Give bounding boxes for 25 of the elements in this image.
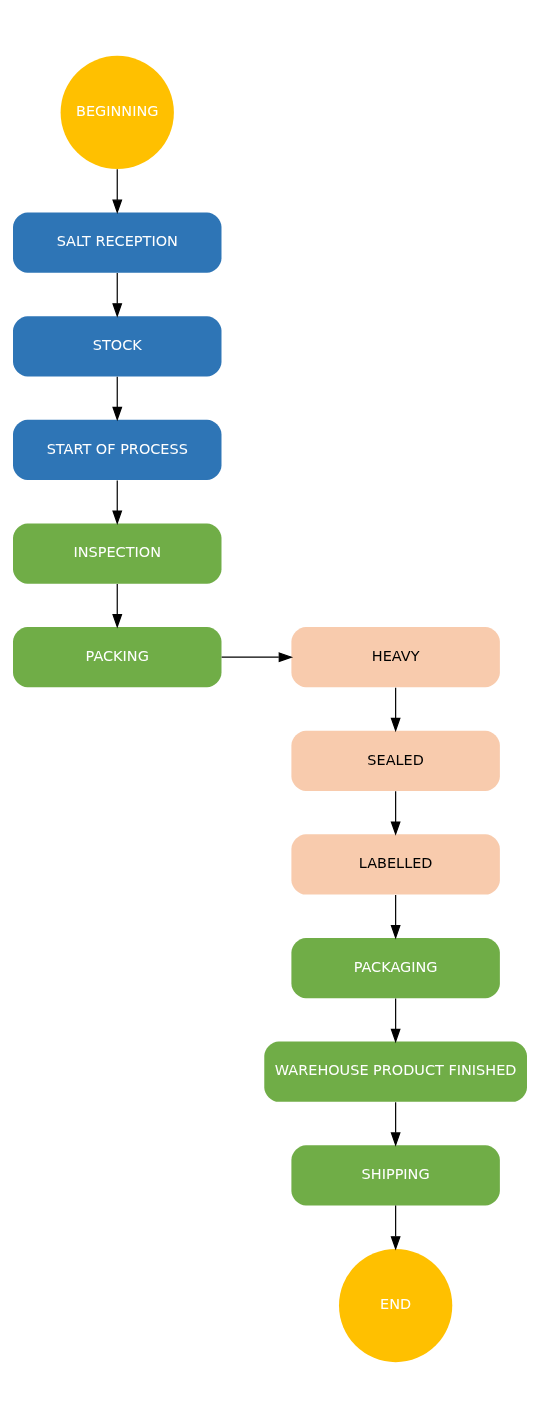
arrow <box>112 272 123 318</box>
node-box: HEAVY <box>291 627 500 688</box>
arrow <box>112 376 123 422</box>
arrow <box>390 894 401 940</box>
node-circle: END <box>339 1248 453 1363</box>
arrow <box>112 168 123 215</box>
arrow <box>390 687 401 733</box>
node-box: INSPECTION <box>13 523 222 584</box>
node-box: SEALED <box>291 730 500 791</box>
node-box: PACKAGING <box>291 937 500 999</box>
node-circle: BEGINNING <box>60 55 174 170</box>
arrow <box>112 583 123 629</box>
arrow <box>390 998 401 1044</box>
node-box: SALT RECEPTION <box>13 212 222 273</box>
arrow <box>112 479 123 525</box>
node-box: LABELLED <box>291 834 500 895</box>
node-box: WAREHOUSE PRODUCT FINISHED <box>264 1041 527 1102</box>
node-box: SHIPPING <box>291 1145 500 1206</box>
node-box: START OF PROCESS <box>13 419 222 481</box>
arrow <box>390 1101 401 1147</box>
arrow <box>390 1204 401 1251</box>
node-box: STOCK <box>13 316 222 377</box>
arrow <box>221 652 294 663</box>
arrow <box>390 790 401 836</box>
node-box: PACKING <box>13 627 222 688</box>
